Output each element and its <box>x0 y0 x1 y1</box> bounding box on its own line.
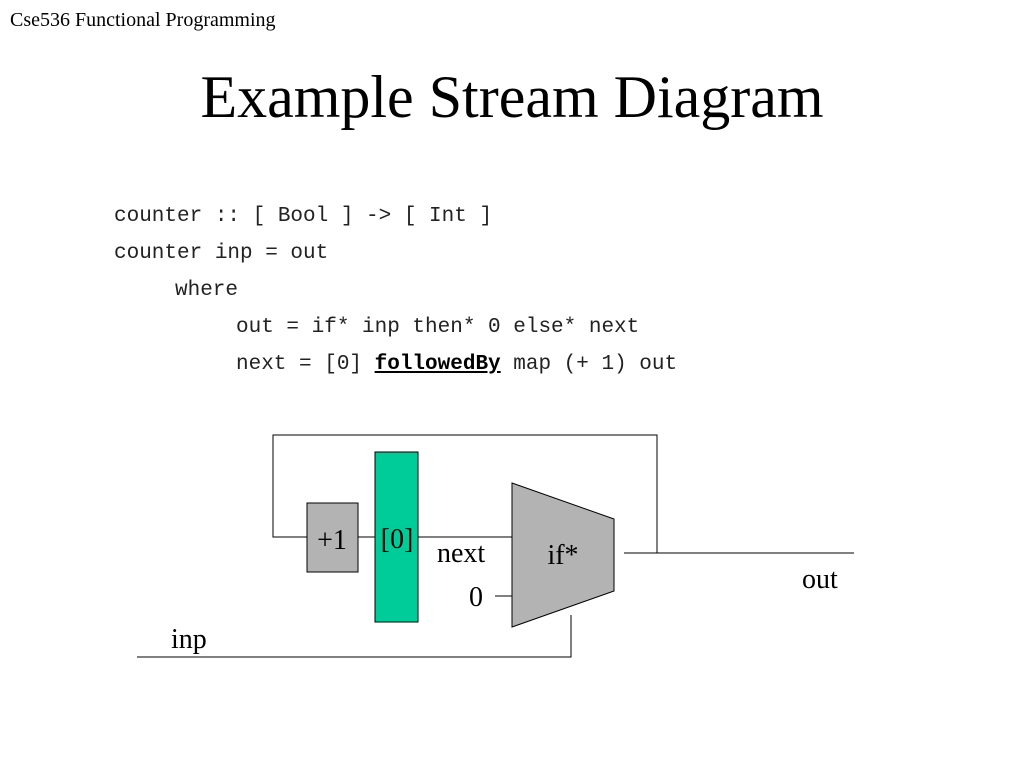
inp-label: inp <box>171 624 207 655</box>
delay-block <box>374 451 419 623</box>
code-line-definition: counter inp = out <box>114 242 329 265</box>
slide-title: Example Stream Diagram <box>200 64 824 130</box>
plus-one-label: +1 <box>317 525 347 556</box>
inp-wire <box>137 615 572 658</box>
code-line-where: where <box>175 279 239 302</box>
delay-label: [0] <box>381 524 414 555</box>
code-line-next-end: map (+ 1) out <box>500 353 678 376</box>
next-label: next <box>437 538 485 569</box>
mux-label: if* <box>547 540 578 571</box>
out-label: out <box>802 564 838 595</box>
code-line-next: next = [0] followedBy map (+ 1) out <box>114 346 677 383</box>
followedby-keyword: followedBy <box>374 353 501 376</box>
slide-header: Cse536 Functional Programming <box>10 9 276 31</box>
code-line-next-start: next = [0] <box>236 353 375 376</box>
code-block: counter :: [ Bool ] -> [ Int ] counter i… <box>114 198 677 383</box>
code-line-type-signature: counter :: [ Bool ] -> [ Int ] <box>114 205 493 228</box>
code-line-out: out = if* inp then* 0 else* next <box>236 316 640 339</box>
zero-label: 0 <box>469 582 483 613</box>
if-star-mux <box>511 482 615 628</box>
plus-one-block <box>306 502 359 573</box>
feedback-wire <box>272 434 658 553</box>
